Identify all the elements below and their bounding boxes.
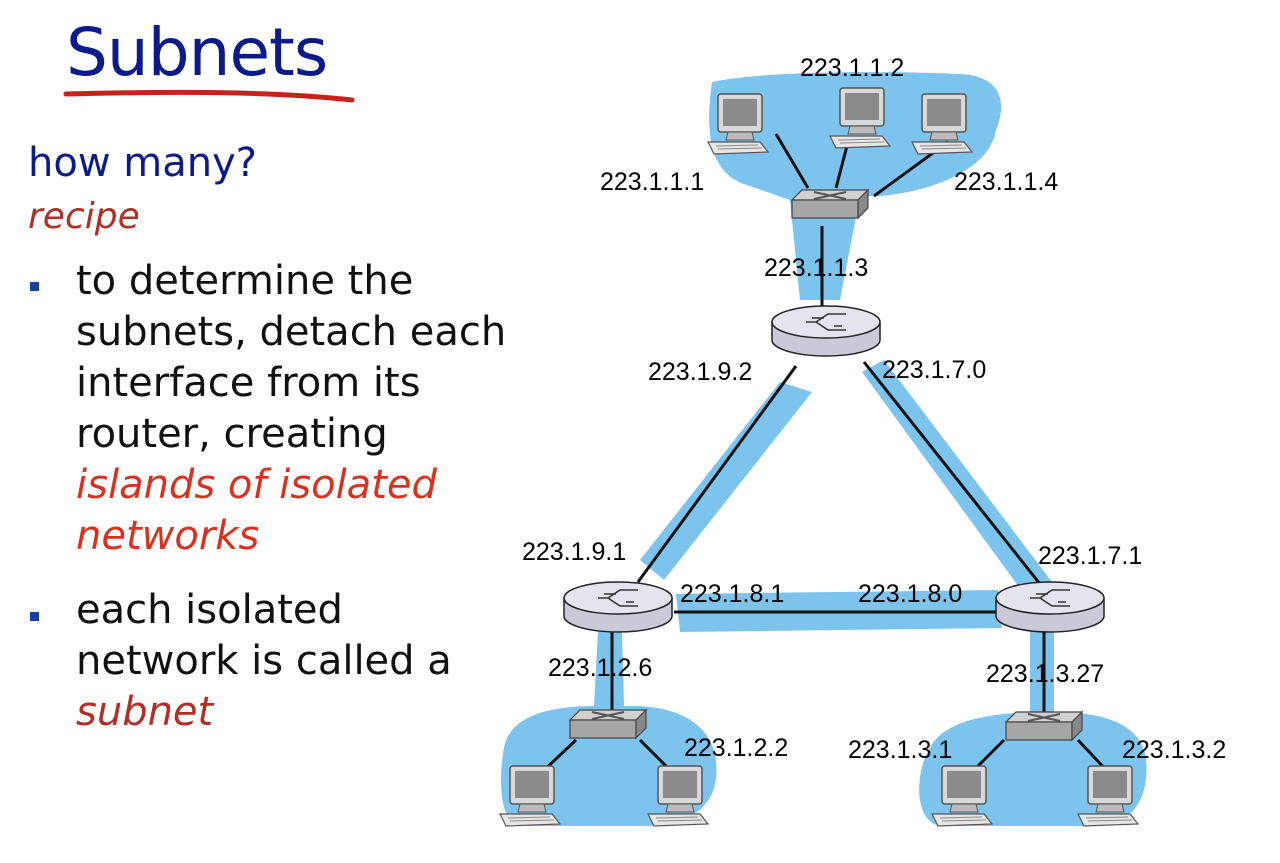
ip-label: 223.1.8.0 <box>858 580 963 608</box>
bullet-text-2: each isolated network is called a subnet <box>76 585 516 738</box>
ip-label: 223.1.9.2 <box>648 358 753 386</box>
bullet-1-line-4: router, creating <box>76 411 388 457</box>
bullet-1-highlight-1: islands of isolated <box>76 462 437 508</box>
router-icon <box>771 305 881 357</box>
bullet-2-line-1: each isolated <box>76 587 343 633</box>
bullet-1-line-1: to determine the <box>76 258 414 304</box>
ip-label: 223.1.1.4 <box>954 168 1059 196</box>
switch-icon <box>1005 711 1083 741</box>
ip-label: 223.1.3.27 <box>986 660 1105 688</box>
recipe-label: recipe <box>28 196 140 237</box>
bullet-1-line-3: interface from its <box>76 360 421 406</box>
switch-icon <box>791 189 869 219</box>
bullet-1-highlight-2: networks <box>76 513 260 559</box>
title-underline <box>63 89 355 103</box>
bullet-marker <box>30 612 39 621</box>
bullet-text-1: to determine the subnets, detach each in… <box>76 256 516 562</box>
ip-label: 223.1.1.1 <box>600 168 705 196</box>
ip-label: 223.1.7.0 <box>882 356 987 384</box>
switch-icon <box>569 709 647 739</box>
bullet-1-line-2: subnets, detach each <box>76 309 507 355</box>
bullet-2-highlight: subnet <box>76 689 214 735</box>
ip-label: 223.1.9.1 <box>522 538 627 566</box>
slide-title: Subnets <box>66 14 328 91</box>
ip-label: 223.1.8.1 <box>680 580 785 608</box>
ip-label: 223.1.3.1 <box>848 736 953 764</box>
ip-label: 223.1.7.1 <box>1038 542 1143 570</box>
bullet-marker <box>30 282 39 291</box>
router-icon <box>995 581 1105 633</box>
ip-label: 223.1.3.2 <box>1122 736 1227 764</box>
ip-label: 223.1.1.3 <box>764 254 869 282</box>
ip-label: 223.1.2.6 <box>548 654 653 682</box>
router-icon <box>563 581 673 633</box>
bullet-2-line-2: network is called a <box>76 638 452 684</box>
ip-label: 223.1.1.2 <box>800 54 905 82</box>
question-heading: how many? <box>28 140 257 186</box>
ip-label: 223.1.2.2 <box>684 734 789 762</box>
